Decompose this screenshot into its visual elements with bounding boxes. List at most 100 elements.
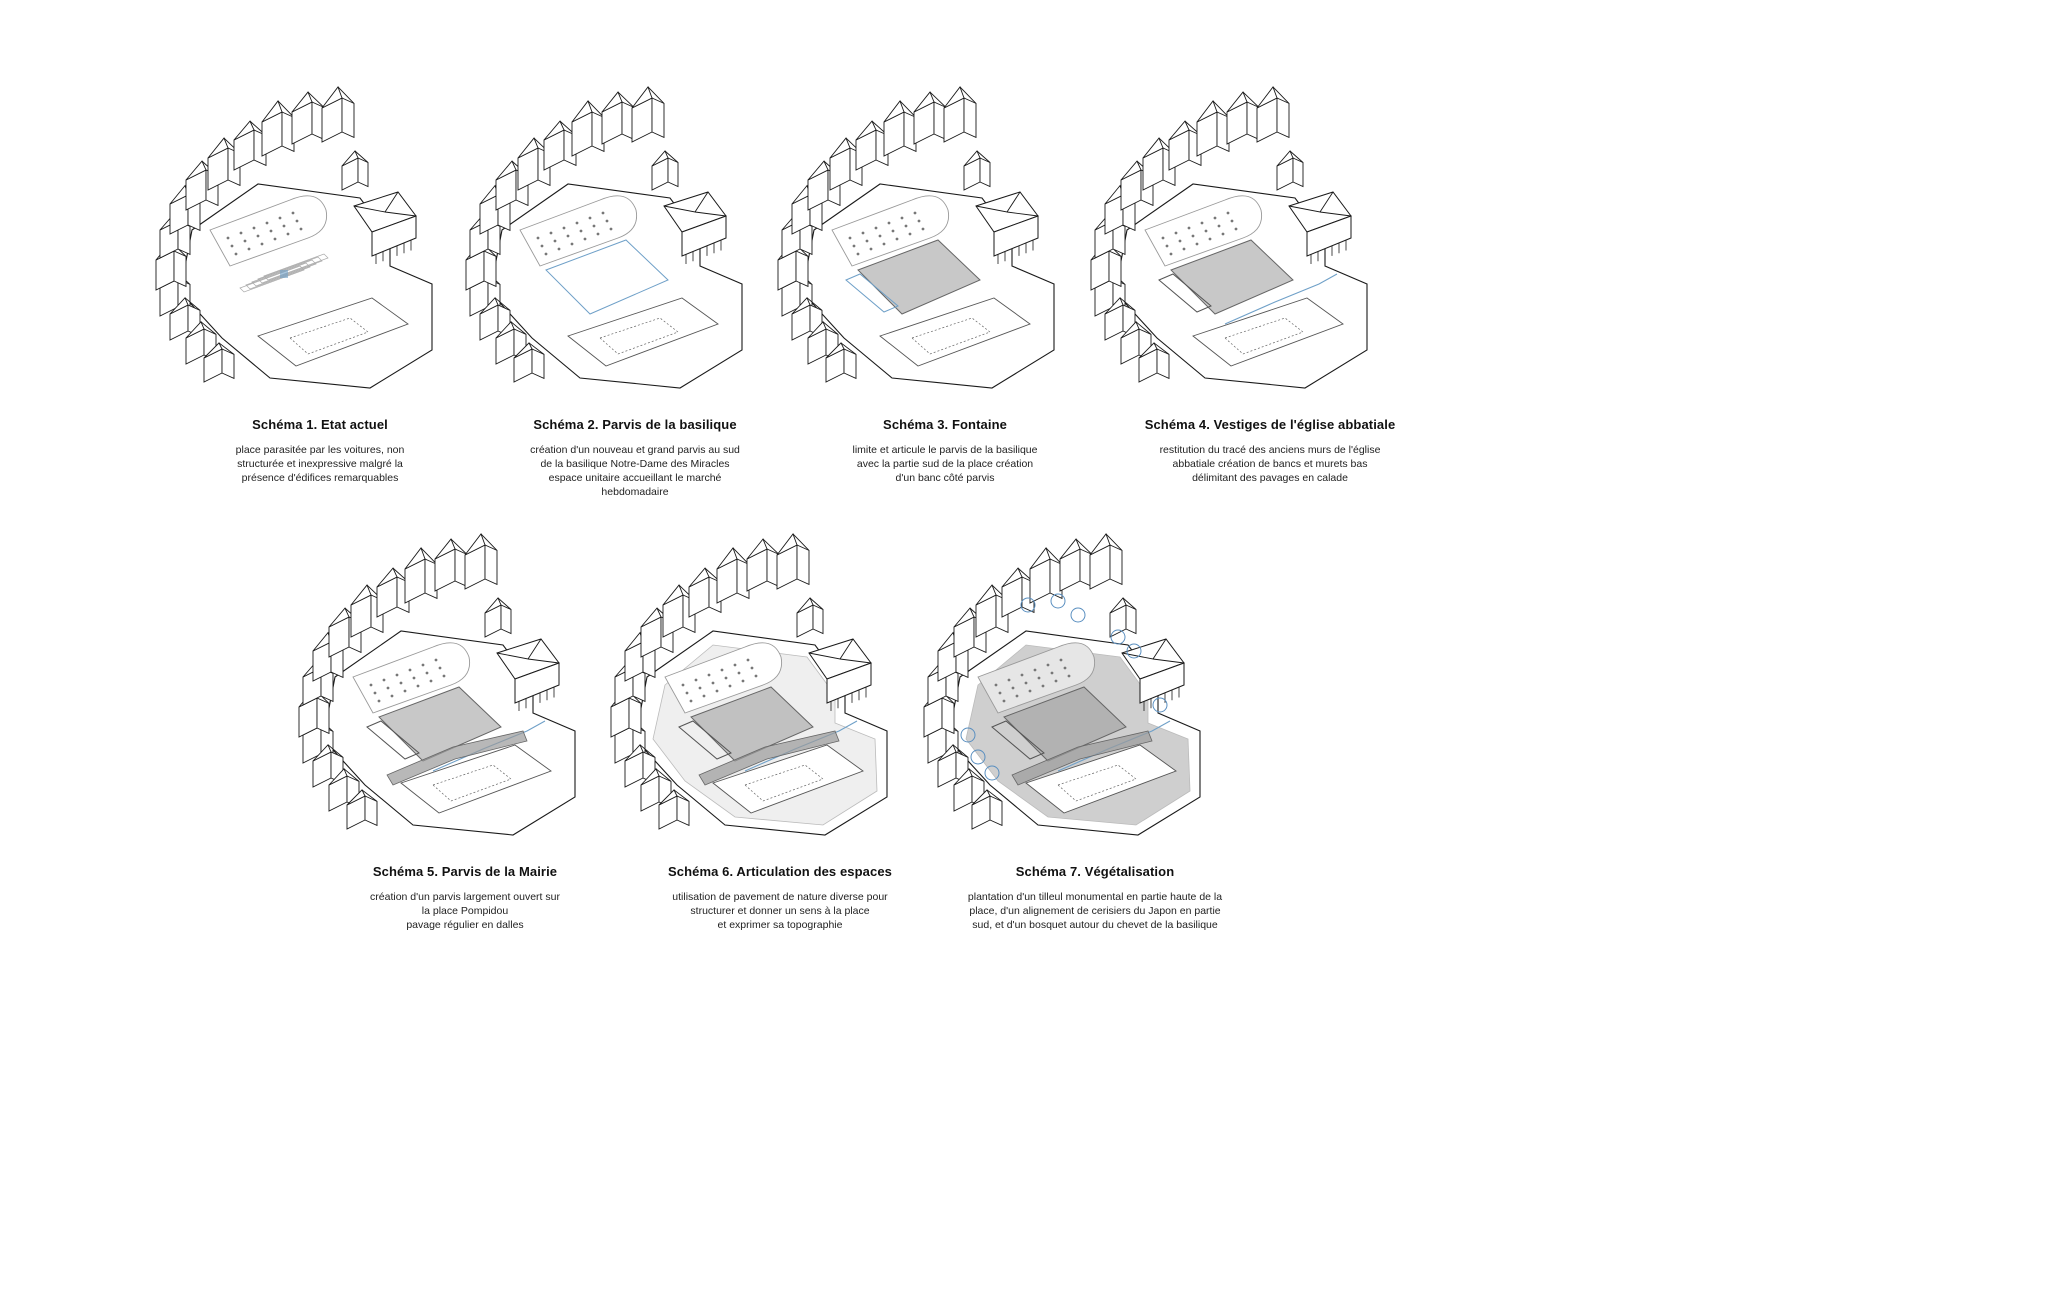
basilica-plan [664,642,783,714]
schema-6-line: et exprimer sa topographie [717,919,843,931]
schema-4-caption: Schéma 4. Vestiges de l'église abbatiale… [1140,417,1400,485]
axonometric-plan [923,533,1201,836]
tree-canopy [970,749,986,765]
town-hall-plan [1025,744,1177,814]
tree-canopy [1126,643,1142,659]
schema-2-line: espace unitaire accueillant le marché [548,472,722,484]
schema-7-line: sud, et d'un bosquet autour du chevet de… [972,919,1218,931]
town-hall-plan [257,297,409,367]
schema-2-line: de la basilique Notre-Dame des Miracles [540,458,730,470]
schema-7-drawing [923,533,1201,836]
schema-4-title: Schéma 4. Vestiges de l'église abbatiale [1144,417,1396,432]
schema-7-caption: Schéma 7. Végétalisation plantation d'un… [960,864,1230,932]
schema-6-line: utilisation de pavement de nature divers… [672,891,888,903]
market-hall [808,638,872,711]
schema-7-description: plantation d'un tilleul monumental en pa… [960,890,1230,932]
fountain-bench [678,720,732,760]
axonometric-plan [610,533,888,836]
schema-4-line: délimitant des pavages en calade [1192,472,1348,484]
market-hall [496,638,560,711]
fountain-bench [366,720,420,760]
surrounding-houses [155,86,369,383]
market-hall [353,191,417,264]
schema-4-line: abbatiale création de bancs et murets ba… [1172,458,1368,470]
schema-3-line: avec la partie sud de la place création [856,458,1034,470]
tree-canopy [1152,697,1168,713]
tree-canopy [1070,607,1086,623]
basilica-parvis [1170,239,1294,315]
basilica-parvis [378,686,502,762]
axonometric-plan [298,533,576,836]
basilica-plan [977,642,1096,714]
schema-2-line: hebdomadaire [601,486,669,498]
tree-canopy [1020,597,1036,613]
schema-3-line: limite et articule le parvis de la basil… [852,444,1038,456]
market-hall [1121,638,1185,711]
parking-lots [239,253,329,293]
schema-5-drawing [298,533,576,836]
vegetation [960,593,1168,781]
schema-5-description: création d'un parvis largement ouvert su… [345,890,585,932]
basilica-parvis [857,239,981,315]
mairie-parvis-paving [698,730,840,786]
schema-1-line: place parasitée par les voitures, non [235,444,405,456]
town-hall-plan [712,744,864,814]
schema-4-line: restitution du tracé des anciens murs de… [1159,444,1381,456]
abbatial-church-trace [1224,273,1338,325]
schema-3-description: limite et articule le parvis de la basil… [830,443,1060,485]
tree-canopy [984,765,1000,781]
surrounding-houses [1090,86,1304,383]
schema-6-description: utilisation de pavement de nature divers… [660,890,900,932]
schema-2-line: création d'un nouveau et grand parvis au… [530,444,740,456]
tree-canopy [960,727,976,743]
basilica-parvis [1003,686,1127,762]
axonometric-plan [465,86,743,389]
surrounding-houses [777,86,991,383]
basilica-plan [1144,195,1263,267]
tree-canopy [1110,629,1126,645]
surrounding-houses [298,533,512,830]
schema-1-description: place parasitée par les voitures, non st… [205,443,435,485]
schema-7-title: Schéma 7. Végétalisation [1015,864,1175,879]
schema-2-drawing [465,86,743,389]
schema-3-caption: Schéma 3. Fontaine limite et articule le… [830,417,1060,485]
surrounding-houses [923,533,1137,830]
schema-5-caption: Schéma 5. Parvis de la Mairie création d… [345,864,585,932]
schema-1-drawing [155,86,433,389]
fountain-bench [991,720,1045,760]
schema-2-caption: Schéma 2. Parvis de la basilique créatio… [520,417,750,499]
fountain-bench [1158,273,1212,313]
schema-3-line: d'un banc côté parvis [895,472,995,484]
schema-1-caption: Schéma 1. Etat actuel place parasitée pa… [205,417,435,485]
surrounding-houses [610,533,824,830]
axonometric-plan [155,86,433,389]
town-hall-plan [1192,297,1344,367]
schema-4-description: restitution du tracé des anciens murs de… [1140,443,1400,485]
schema-6-caption: Schéma 6. Articulation des espaces utili… [660,864,900,932]
tree-canopy [1050,593,1066,609]
basilica-parvis [690,686,814,762]
basilica-plan [519,195,638,267]
schema-1-line: présence d'édifices remarquables [241,472,399,484]
schema-1-title: Schéma 1. Etat actuel [252,417,388,432]
schema-3-title: Schéma 3. Fontaine [883,417,1007,432]
schema-7-line: plantation d'un tilleul monumental en pa… [967,891,1223,903]
schema-2-description: création d'un nouveau et grand parvis au… [520,443,750,499]
mairie-parvis-paving [386,730,528,786]
basilica-parvis [545,239,669,315]
schema-4-drawing [1090,86,1368,389]
town-hall-plan [879,297,1031,367]
schema-3-drawing [777,86,1055,389]
basilica-plan [352,642,471,714]
market-hall [663,191,727,264]
fountain-bench [845,273,899,313]
schema-6-line: structurer et donner un sens à la place [690,905,870,917]
schema-5-line: la place Pompidou [421,905,509,917]
schema-6-title: Schéma 6. Articulation des espaces [667,864,892,879]
market-hall [1288,191,1352,264]
schema-7-line: place, d'un alignement de cerisiers du J… [969,905,1221,917]
axonometric-plan [777,86,1055,389]
basilica-plan [209,195,328,267]
town-hall-plan [567,297,719,367]
schema-6-drawing [610,533,888,836]
